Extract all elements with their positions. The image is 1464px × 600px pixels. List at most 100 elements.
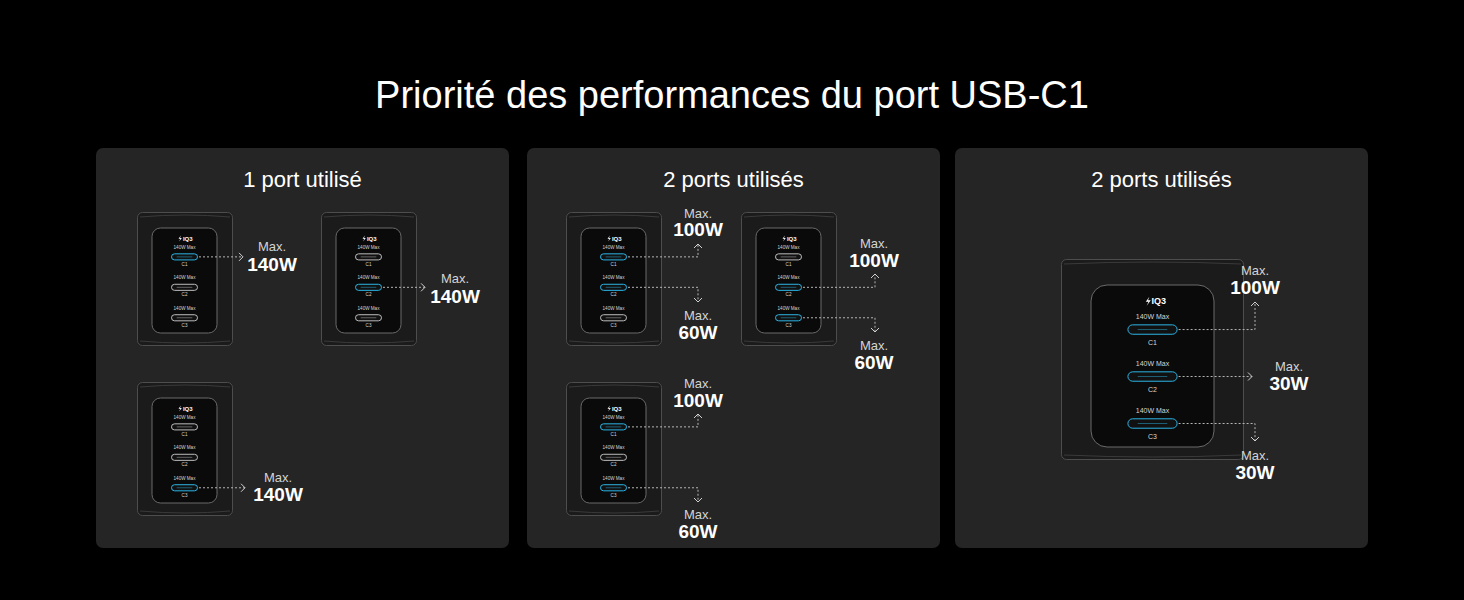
power-value: 100W [673,220,723,239]
charger-body [1062,260,1244,460]
port-rating: 140W Max [1136,359,1169,366]
port-rating: 140W Max [358,246,380,251]
arrow-head [871,328,879,332]
brand-logo: IQ3 [183,406,193,412]
port-tongue [606,487,622,488]
charger-face [336,228,401,333]
charger-body [742,213,837,346]
usb-c-port [172,315,198,321]
port-tongue [606,317,622,318]
arrow-head [694,414,702,418]
port-rating: 140W Max [358,307,380,312]
leader-line [1179,302,1255,330]
power-value: 60W [854,353,893,372]
port-name: C1 [611,432,617,437]
arrow-head [694,298,702,302]
power-value: 140W [247,255,297,274]
port-rating: 140W Max [174,416,196,421]
power-value: 30W [1235,463,1274,482]
max-caption: Max. [441,272,469,285]
bolt-icon [363,236,366,242]
usb-c-port [601,254,627,260]
port-rating: 140W Max [778,276,800,281]
max-caption: Max. [1275,360,1303,373]
charger-body [567,383,662,516]
port-name: C1 [611,262,617,267]
power-value: 60W [678,522,717,541]
port-name: C2 [182,463,188,468]
leader-line [199,256,243,257]
usb-c-port [172,454,198,460]
brand-logo: IQ3 [183,236,193,242]
port-tongue [361,287,377,288]
port-name: C3 [1148,432,1157,439]
panel-heading: 2 ports utilisés [663,169,804,191]
usb-c-port [601,315,627,321]
body-edge [1064,455,1241,457]
bolt-icon [783,236,786,242]
charger: IQ3140W MaxC1140W MaxC2140W MaxC3 [566,382,662,516]
port-name: C1 [182,432,188,437]
port-rating: 140W Max [174,307,196,312]
max-caption: Max. [258,240,286,253]
port-rating: 140W Max [174,276,196,281]
charger-face [152,228,217,333]
bolt-icon [179,236,182,242]
usb-c-port [601,284,627,290]
body-edge [569,215,659,217]
charger-face [581,398,646,503]
port-rating: 140W Max [778,307,800,312]
port-name: C3 [786,323,792,328]
port-rating: 140W Max [603,446,625,451]
port-name: C3 [182,493,188,498]
power-value: 100W [1230,278,1280,297]
usb-c-port [1128,372,1177,381]
leader-line [383,287,425,288]
port-name: C3 [611,323,617,328]
leader-line [1179,424,1255,441]
port-name: C3 [182,323,188,328]
body-edge [140,511,230,513]
port-name: C2 [182,293,188,298]
port-rating: 140W Max [603,477,625,482]
port-rating: 140W Max [174,246,196,251]
bolt-icon [608,236,611,242]
usb-c-port [776,284,802,290]
port-tongue [606,287,622,288]
usb-c-port [1128,419,1177,428]
charger-body [138,383,233,516]
leader-line [628,287,698,302]
brand-logo: IQ3 [612,406,622,412]
arrow-head [1248,373,1252,381]
body-edge [744,215,834,217]
max-caption: Max. [1241,449,1269,462]
power-value: 100W [849,251,899,270]
charger-face [756,228,821,333]
port-rating: 140W Max [603,307,625,312]
max-caption: Max. [684,377,712,390]
usb-c-port [172,485,198,491]
port-tongue [361,256,377,257]
charger-face [152,398,217,503]
page-title: Priorité des performances du port USB-C1 [375,76,1089,114]
port-tongue [1138,329,1168,330]
port-name: C2 [611,293,617,298]
port-name: C1 [1148,338,1157,345]
arrow-head [694,244,702,248]
port-tongue [177,317,193,318]
usb-c-port [172,424,198,430]
arrow-head [241,484,245,492]
usb-c-port [356,254,382,260]
port-tongue [177,457,193,458]
port-name: C1 [182,262,188,267]
usb-c-port [776,254,802,260]
port-rating: 140W Max [1136,312,1169,319]
max-caption: Max. [860,237,888,250]
max-caption: Max. [860,339,888,352]
usb-c-port [172,284,198,290]
leader-line [199,487,245,488]
charger: IQ3140W MaxC1140W MaxC2140W MaxC3 [137,212,233,346]
panel-heading: 2 ports utilisés [1091,169,1232,191]
max-caption: Max. [264,471,292,484]
max-caption: Max. [684,508,712,521]
